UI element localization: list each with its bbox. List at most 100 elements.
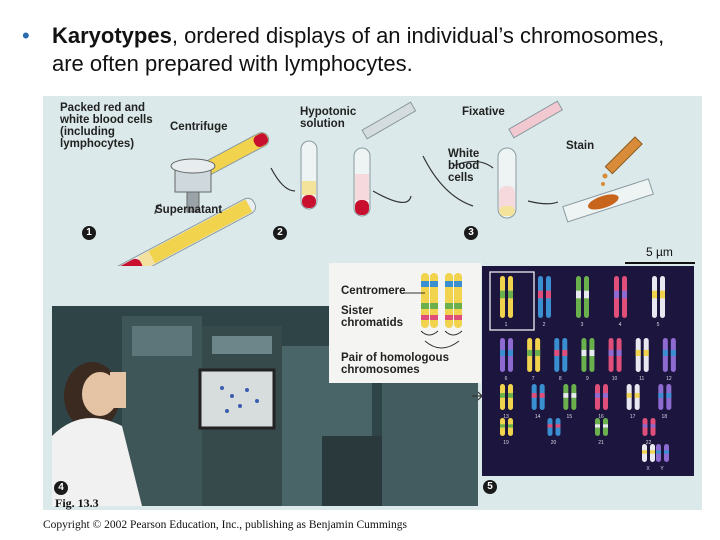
label-centromere: Centromere bbox=[341, 285, 406, 297]
step-number-2: 2 bbox=[273, 226, 287, 240]
chromosome-band bbox=[652, 290, 657, 299]
chromosome-number: Y bbox=[660, 466, 664, 472]
chromosome-pair: 2 bbox=[538, 276, 551, 328]
label-centrifuge: Centrifuge bbox=[170, 121, 228, 133]
microscope-slide bbox=[562, 178, 654, 223]
chromosome-number: 19 bbox=[503, 440, 509, 446]
procedure-illustration bbox=[111, 100, 654, 266]
chromosome-pair: 10 bbox=[608, 338, 622, 382]
chromosome-pair: 17 bbox=[626, 384, 640, 420]
chromosome-band bbox=[546, 290, 551, 299]
step-number-5: 5 bbox=[483, 480, 497, 494]
chromosome-number: 12 bbox=[666, 376, 672, 382]
chromosome-inset: Centromere Sister chromatids Pair of hom… bbox=[329, 263, 481, 383]
copyright: Copyright © 2002 Pearson Education, Inc.… bbox=[43, 519, 407, 531]
chromosome-left bbox=[421, 273, 438, 328]
slide-title-rest: , ordered displays of an individual’s ch… bbox=[52, 23, 665, 76]
chromosome-pair: 13 bbox=[500, 384, 513, 420]
chromosome-number: 15 bbox=[567, 414, 573, 420]
chromosome-band bbox=[658, 393, 664, 398]
chromosome-pair: 1 bbox=[500, 276, 513, 328]
chromosome-band bbox=[581, 349, 587, 357]
label-homologous-pair: Pair of homologous chromosomes bbox=[341, 352, 449, 376]
chromosome-band bbox=[616, 349, 622, 357]
stain-dropper bbox=[604, 136, 643, 175]
figure-caption: Fig. 13.3 bbox=[55, 496, 99, 510]
chromosome-band bbox=[635, 349, 641, 357]
label-hypotonic: Hypotonic solution bbox=[300, 106, 357, 130]
pipette-fixative bbox=[508, 100, 564, 139]
step-number-4: 4 bbox=[54, 481, 68, 495]
scale-label: 5 µm bbox=[646, 245, 673, 259]
chromosome-band bbox=[595, 393, 600, 398]
label-sister-chromatids: Sister chromatids bbox=[341, 305, 403, 329]
chromosome-band bbox=[531, 393, 537, 398]
tube-step2a bbox=[300, 140, 318, 210]
chromosome-pair: X bbox=[642, 444, 655, 472]
chromosome-pair: Y bbox=[656, 444, 669, 472]
chromosome-number: X bbox=[646, 466, 650, 472]
chromosome-pair: 7 bbox=[527, 338, 541, 382]
chromosome-number: 11 bbox=[639, 376, 644, 382]
label-packed-cells: Packed red and white blood cells (includ… bbox=[60, 102, 153, 150]
chromosome-band bbox=[634, 393, 640, 398]
chromosome-band bbox=[670, 349, 676, 357]
chromosome-pair: 21 bbox=[595, 418, 608, 446]
chromosome-band bbox=[642, 424, 648, 428]
chromosome-band bbox=[500, 349, 505, 357]
tube-step2b bbox=[353, 147, 371, 217]
slide-title-keyword: Karyotypes bbox=[52, 23, 172, 48]
chromosome-pair: 4 bbox=[614, 276, 627, 328]
chromosome-band bbox=[584, 290, 589, 299]
chromosome-pair: 12 bbox=[662, 338, 676, 382]
chromosome-band bbox=[539, 393, 545, 398]
chromosome-number: 21 bbox=[598, 440, 604, 446]
chromosome-band bbox=[656, 450, 661, 454]
highlight-box bbox=[489, 271, 535, 331]
chromosome-pair: 22 bbox=[642, 418, 656, 446]
chromosome-band bbox=[622, 290, 627, 299]
inset-arrow bbox=[472, 391, 483, 401]
chromosome-band bbox=[562, 349, 568, 357]
chromosome-pair: 20 bbox=[547, 418, 561, 446]
chromosome-pair: 11 bbox=[635, 338, 649, 382]
label-fixative: Fixative bbox=[462, 106, 505, 118]
chromosome-number: 8 bbox=[559, 376, 562, 382]
chromosome-number: 7 bbox=[532, 376, 535, 382]
chromosome-number: 17 bbox=[630, 414, 636, 420]
chromosome-pair: 6 bbox=[500, 338, 513, 382]
chromosome-band bbox=[666, 393, 672, 398]
chromosome-band bbox=[555, 424, 561, 428]
chromosome-number: 6 bbox=[505, 376, 508, 382]
chromosome-pair: 5 bbox=[652, 276, 665, 328]
tube-step3 bbox=[497, 147, 517, 219]
label-white-blood-cells: White blood cells bbox=[448, 148, 480, 184]
chromosome-pair: 15 bbox=[563, 384, 577, 420]
homologous-pair-drawing bbox=[403, 273, 463, 349]
chromosome-number: 3 bbox=[581, 322, 584, 328]
chromosome-number: 4 bbox=[619, 322, 622, 328]
chromosome-band bbox=[650, 450, 655, 454]
centrifuge-tube bbox=[111, 197, 257, 266]
scale-bar bbox=[625, 262, 695, 264]
chromosome-pair: 8 bbox=[554, 338, 568, 382]
chromosome-pair: 16 bbox=[595, 384, 608, 420]
chromosome-band bbox=[538, 290, 543, 299]
chromosome-band bbox=[500, 393, 505, 398]
chromosome-number: 22 bbox=[646, 440, 652, 446]
slide-text: Karyotypes, ordered displays of an indiv… bbox=[52, 22, 692, 78]
chromosome-number: 18 bbox=[662, 414, 668, 420]
chromosome-band bbox=[508, 393, 513, 398]
chromosome-number: 10 bbox=[612, 376, 618, 382]
chromosome-band bbox=[660, 290, 665, 299]
pipette-hypotonic bbox=[361, 101, 417, 140]
chromosome-band bbox=[650, 424, 656, 428]
bullet-icon: • bbox=[22, 23, 30, 48]
chromosome-band bbox=[643, 349, 649, 357]
chromosome-number: 5 bbox=[657, 322, 660, 328]
chromosome-band bbox=[589, 349, 595, 357]
chromosome-pair: 3 bbox=[576, 276, 589, 328]
chromosome-band bbox=[547, 424, 553, 428]
